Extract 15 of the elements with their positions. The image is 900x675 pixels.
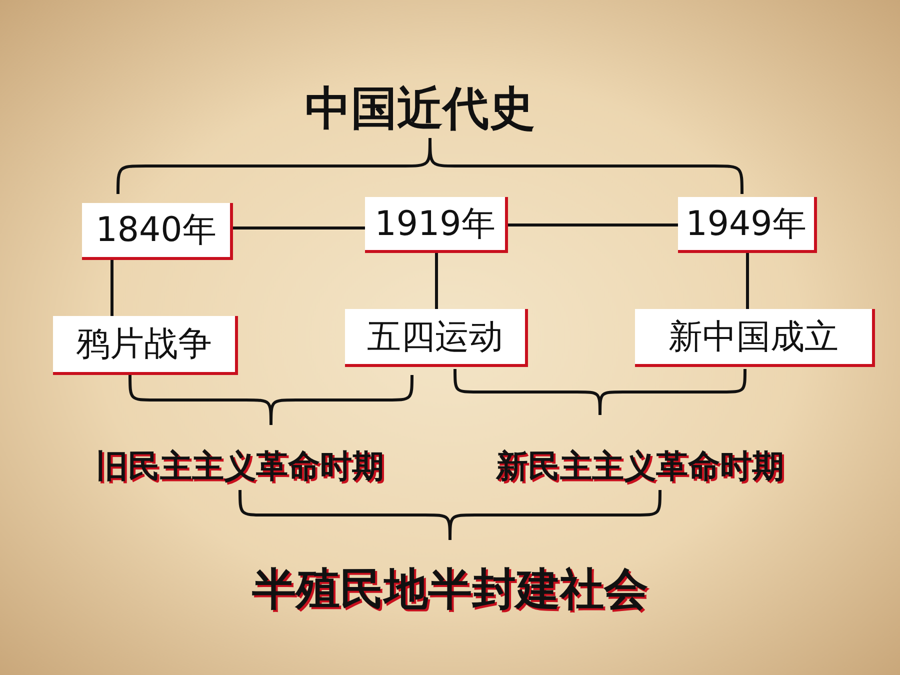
date-box: 1919年: [365, 197, 508, 253]
title: 中国近代史: [304, 80, 536, 137]
connector-line: [746, 253, 749, 309]
date-box: 1840年: [82, 203, 233, 260]
connector-line: [508, 224, 678, 226]
period-label: 旧民主主义革命时期: [95, 446, 385, 487]
summary-label: 半殖民地半封建社会: [251, 563, 649, 617]
date-box: 五四运动: [345, 309, 528, 367]
date-box: 鸦片战争: [53, 316, 238, 375]
period-label: 新民主主义革命时期: [494, 446, 785, 487]
connector-line: [435, 253, 438, 309]
date-box: 1949年: [678, 197, 817, 253]
connector-line: [233, 226, 365, 230]
date-box: 新中国成立: [635, 309, 875, 367]
connector-line: [110, 260, 114, 316]
